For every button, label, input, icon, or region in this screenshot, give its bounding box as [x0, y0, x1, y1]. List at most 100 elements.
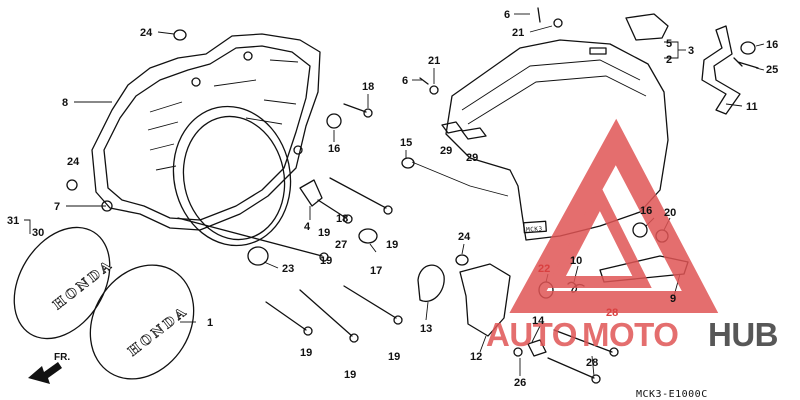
- callout-label: 4: [304, 221, 311, 233]
- callout-label: 20: [664, 207, 676, 219]
- clutch-housing: [459, 263, 511, 337]
- callout-label: 13: [420, 323, 432, 335]
- collar: [173, 29, 187, 41]
- bolt-head: [363, 108, 373, 118]
- clip: [299, 179, 323, 207]
- callout-label: 22: [538, 263, 550, 275]
- callout-label: 15: [400, 137, 412, 149]
- crankcase-cover-group: [91, 33, 321, 247]
- cover-ridge: [461, 59, 647, 125]
- sprocket-cover: [445, 39, 669, 241]
- callout-label: 24: [140, 27, 153, 39]
- cover-slot: [589, 47, 607, 55]
- leader: [531, 325, 541, 343]
- bolt: [317, 199, 347, 219]
- callout-label: 23: [282, 263, 294, 275]
- leader: [461, 243, 465, 255]
- callout-label: 30: [32, 227, 44, 239]
- bolt-head: [319, 252, 329, 262]
- mount-boss: [191, 77, 201, 87]
- front-marker: FR.: [54, 352, 70, 363]
- callout-label: 12: [470, 351, 482, 363]
- bolt: [343, 285, 397, 319]
- grommet: [326, 113, 342, 129]
- callout-label: 21: [512, 27, 524, 39]
- front-arrow-icon: [28, 362, 62, 384]
- bolt-head: [393, 315, 403, 325]
- bolt-head: [591, 374, 601, 384]
- watermark-triangle-outer: [509, 118, 719, 313]
- bracket: [527, 339, 547, 357]
- watermark-triangle-inner: [546, 184, 652, 288]
- callout-label: 6: [504, 9, 510, 21]
- bolt-head: [303, 326, 313, 336]
- bolt-head: [609, 347, 619, 357]
- callout-label: 16: [328, 143, 340, 155]
- callout-label: 29: [440, 145, 452, 157]
- bolt: [177, 217, 323, 257]
- mount-bracket: [701, 25, 741, 115]
- leader: [157, 31, 175, 35]
- stator-bowl-outer: [172, 105, 292, 247]
- callout-label: 27: [335, 239, 347, 251]
- callout-label: 25: [766, 64, 778, 76]
- diagram-code: MCK3-E1000C: [636, 389, 708, 400]
- bolt: [265, 301, 307, 331]
- leader: [725, 103, 743, 107]
- cover-tab: [523, 220, 547, 234]
- callout-label: 24: [458, 231, 471, 243]
- grommet: [401, 157, 415, 169]
- callout-label: 5: [666, 38, 672, 50]
- washer: [513, 347, 523, 357]
- grommet: [358, 228, 378, 244]
- callout-label: 14: [532, 315, 545, 327]
- stator-bowl-inner: [182, 115, 286, 241]
- leader: [529, 25, 553, 33]
- bolt: [553, 329, 613, 353]
- watermark: AUTO MOTO HUB: [486, 118, 779, 353]
- leader: [755, 43, 765, 47]
- callout-label: 11: [746, 101, 758, 113]
- washer: [429, 85, 439, 95]
- callout-label: 8: [62, 97, 68, 109]
- mount-boss: [243, 51, 253, 61]
- callout-label: 19: [388, 351, 400, 363]
- callout-label: 28: [586, 357, 598, 369]
- leader: [425, 301, 429, 321]
- callout-label: 7: [54, 201, 60, 213]
- callout-label: 1: [207, 317, 213, 329]
- grommet: [740, 41, 756, 55]
- front-arrow: FR.: [28, 352, 70, 384]
- small-hardware: [66, 7, 689, 384]
- callout-label: 26: [514, 377, 526, 389]
- callout-label: 17: [370, 265, 382, 277]
- collar: [66, 179, 78, 191]
- watermark-text-hub: HUB: [708, 316, 778, 353]
- callout-label: 10: [570, 255, 582, 267]
- cover-gasket: [91, 33, 321, 231]
- callout-label: 19: [320, 255, 332, 267]
- callout-label: 16: [766, 39, 778, 51]
- watermark-text-moto: MOTO: [582, 316, 678, 353]
- leader: [263, 261, 279, 269]
- callout-label: 6: [402, 75, 408, 87]
- rubber-pad: [625, 13, 669, 41]
- sprocket-cover-group: MCK3: [411, 39, 669, 241]
- mount-boss: [293, 145, 303, 155]
- callout-label: 18: [336, 213, 348, 225]
- cover-tab-text: MCK3: [526, 225, 543, 233]
- callout-label: 3: [688, 45, 694, 57]
- emblem-cover-right: [89, 264, 195, 380]
- cover-guide: [411, 161, 509, 197]
- bolt: [547, 357, 595, 379]
- leader: [24, 219, 31, 234]
- collar: [455, 254, 469, 266]
- leader: [591, 355, 595, 377]
- bolt: [733, 57, 759, 69]
- callout-label: 29: [466, 152, 478, 164]
- grommet: [632, 222, 648, 238]
- long-bolts: [177, 177, 403, 343]
- bolt: [329, 177, 387, 209]
- honda-text-right: HONDA: [126, 304, 192, 360]
